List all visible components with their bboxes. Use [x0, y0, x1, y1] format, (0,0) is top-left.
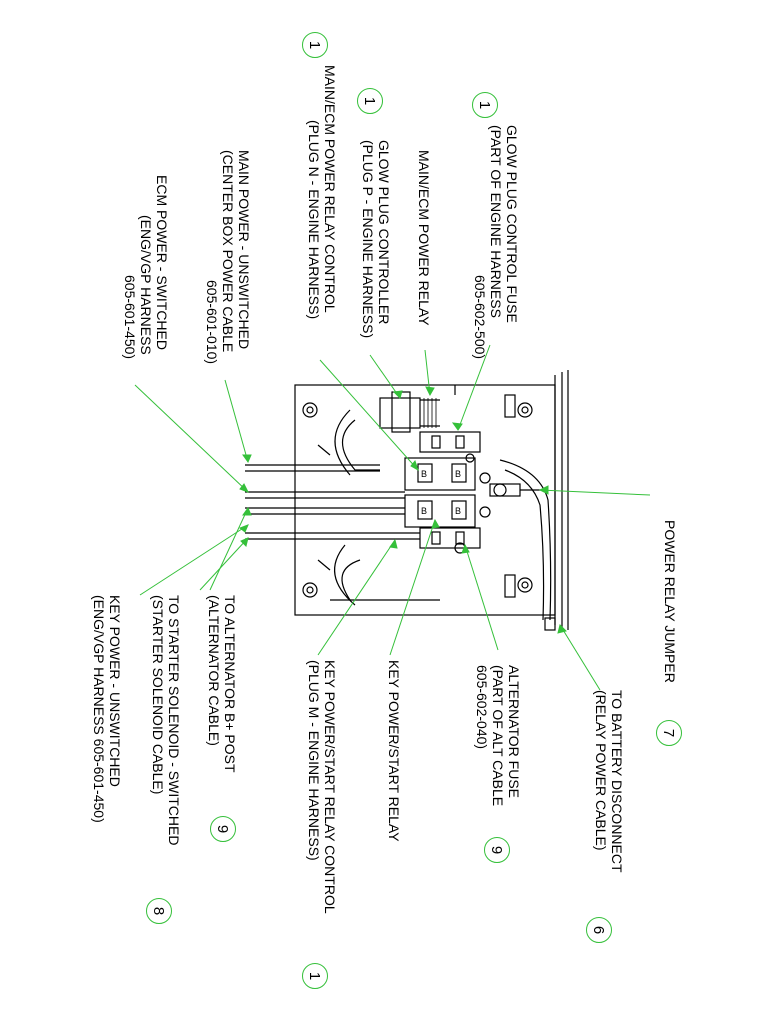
callout-main-relay-control: 1	[302, 32, 328, 58]
leader-lines	[134, 344, 651, 691]
callout-alternator-post: 9	[210, 816, 236, 842]
harness-wires	[245, 464, 420, 540]
callout-starter-solenoid: 8	[146, 898, 172, 924]
relay-power-jumper	[499, 459, 552, 621]
callout-glow-plug-controller: 1	[357, 88, 383, 114]
label-alternator-fuse: ALTERNATOR FUSE (PART OF ALT CABLE 605-6…	[474, 665, 522, 807]
label-key-power: KEY POWER - UNSWITCHED (ENG/VGP HARNESS …	[91, 595, 123, 823]
label-alternator-post: TO ALTERNATOR B+ POST (ALTERNATOR CABLE)	[206, 595, 238, 773]
label-battery-disconnect: TO BATTERY DISCONNECT (RELAY POWER CABLE…	[593, 690, 625, 873]
callout-key-relay-control: 1	[302, 963, 328, 989]
label-power-relay-jumper: POWER RELAY JUMPER	[662, 520, 678, 683]
callout-power-relay-jumper: 7	[656, 720, 682, 746]
label-main-relay-control: MAIN/ECM POWER RELAY CONTROL (PLUG N - E…	[306, 65, 338, 320]
bolt	[517, 402, 533, 418]
svg-text:B: B	[421, 469, 427, 479]
label-key-start-relay: KEY POWER/START RELAY	[386, 660, 402, 842]
callout-alternator-fuse: 9	[484, 837, 510, 863]
label-key-relay-control: KEY POWER/START RELAY CONTROL (PLUG M - …	[306, 660, 338, 914]
main-ecm-relay	[404, 457, 476, 491]
bolt	[302, 402, 318, 418]
alternator-fuse	[419, 527, 481, 549]
glow-plug-fuse	[419, 431, 481, 453]
callout-glow-plug-fuse: 1	[472, 92, 498, 118]
key-start-relay	[404, 494, 476, 528]
label-starter-solenoid: TO STARTER SOLENOID - SWITCHED (STARTER …	[150, 595, 182, 846]
bolt	[517, 577, 533, 593]
callout-battery-disconnect: 6	[586, 917, 612, 943]
svg-text:B: B	[455, 469, 461, 479]
label-main-power: MAIN POWER - UNSWITCHED (CENTER BOX POWE…	[204, 150, 252, 365]
svg-text:B: B	[455, 506, 461, 516]
svg-text:B: B	[421, 506, 427, 516]
label-ecm-power: ECM POWER - SWITCHED (ENG/VGP HARNESS 60…	[122, 175, 170, 360]
glow-plug-controller	[379, 397, 421, 429]
label-main-ecm-relay: MAIN/ECM POWER RELAY	[416, 150, 432, 326]
bolt	[302, 582, 318, 598]
label-glow-plug-controller: GLOW PLUG CONTROLLER (PLUG P - ENGINE HA…	[360, 140, 392, 339]
mounting-plate	[294, 384, 556, 616]
label-glow-plug-fuse: GLOW PLUG CONTROL FUSE (PART OF ENGINE H…	[472, 125, 520, 360]
